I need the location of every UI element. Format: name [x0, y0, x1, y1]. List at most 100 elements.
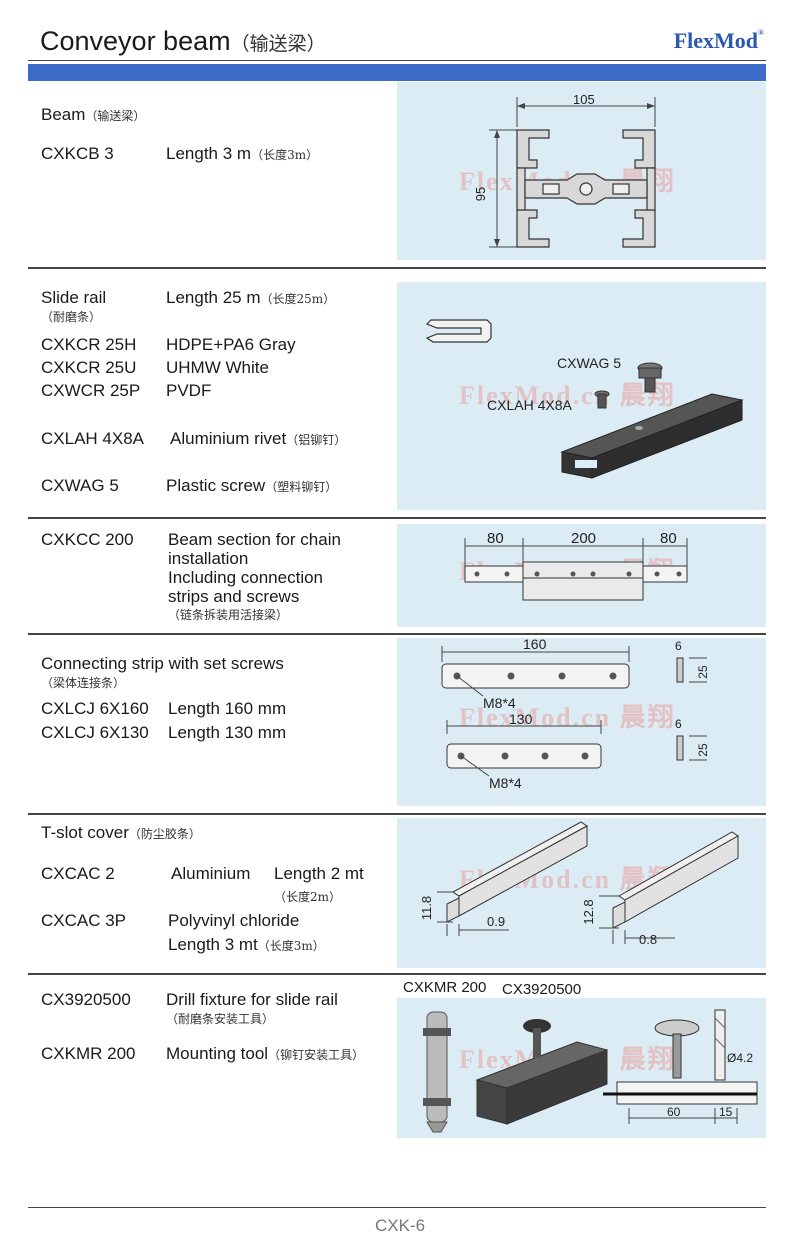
chain-desc-zh: （链条拆装用活接梁） [168, 608, 289, 622]
beam-height-dim: 95 [473, 187, 488, 201]
beam-length-text: Length 3 m [166, 144, 252, 163]
tslot-heading-zh: （防尘胶条） [128, 827, 201, 841]
section-divider [28, 813, 766, 815]
watermark: FlexMod.cn 晨翔 [459, 703, 676, 732]
beam-profile-drawing: FlexMod.cn 晨翔 105 95 [459, 92, 674, 248]
section-divider [28, 633, 766, 635]
tslot-height-1: 11.8 [419, 896, 434, 920]
screw-desc-text: Plastic screw [166, 476, 266, 495]
section-divider [28, 973, 766, 975]
fixture-desc-zh: （耐磨条安装工具） [166, 1012, 275, 1026]
beam-heading-zh: （输送梁） [85, 109, 146, 123]
connecting-strip-desc-2: Length 130 mm [168, 723, 287, 742]
chain-desc-line-1: Beam section for chain [168, 530, 341, 549]
page-number: CXK-6 [374, 1216, 426, 1235]
chain-section-drawing: FlexMod.cn 晨翔 80 200 80 [459, 530, 688, 601]
chain-dim-right: 80 [660, 530, 677, 547]
connecting-strip-drawing: FlexMod.cn 晨翔 160 M8*4 6 25 130 M8*4 6 2… [441, 638, 710, 791]
slide-rail-length: Length 25 m（长度25m） [166, 288, 335, 308]
tool-desc-text: Mounting tool [166, 1044, 269, 1063]
chain-desc-line-2: installation [168, 549, 249, 568]
tslot-heading-text: T-slot cover [41, 823, 129, 842]
drill-fixture-drawing: FlexMod.cn 晨翔 Ø4.2 60 15 [423, 1009, 758, 1133]
tslot-drawing: FlexMod.cn 晨翔 11.8 0.9 12.8 0.8 [419, 821, 739, 947]
header-rule [28, 60, 766, 61]
section-divider [28, 267, 766, 269]
beam-length: Length 3 m（长度3m） [166, 144, 318, 164]
tslot-thickness-2: 0.8 [639, 932, 657, 947]
fixture-dim-b: 15 [719, 1105, 733, 1119]
tool-code: CXKMR 200 [41, 1044, 136, 1063]
slide-rail-drawing: FlexMod.cn 晨翔 CXWAG 5 CXLAH 4X8A [425, 319, 744, 479]
rivet-desc-zh: （铝铆钉） [286, 433, 347, 447]
beam-code: CXKCB 3 [41, 144, 114, 163]
slide-rail-length-text: Length 25 m [166, 288, 261, 307]
tslot-height-2: 12.8 [581, 899, 596, 924]
slide-rail-desc-1: HDPE+PA6 Gray [166, 335, 296, 354]
screw-code: CXWAG 5 [41, 476, 119, 495]
tool-desc-zh: （铆钉安装工具） [268, 1048, 365, 1062]
page-title-zh: （输送梁） [230, 33, 326, 55]
page-title: Conveyor beam（输送梁） [40, 26, 326, 57]
rivet-code: CXLAH 4X8A [41, 429, 144, 448]
chain-section-desc: Beam section for chain installation Incl… [168, 530, 341, 625]
rivet-desc-text: Aluminium rivet [170, 429, 287, 448]
beam-heading: Beam（输送梁） [41, 105, 145, 125]
rivet-label: CXLAH 4X8A [487, 397, 572, 413]
brand-mark: ® [758, 28, 764, 37]
connecting-strip-desc-1: Length 160 mm [168, 699, 287, 718]
slide-rail-desc-3: PVDF [166, 381, 212, 400]
strip-short-dim: 130 [509, 711, 533, 727]
screw-desc-zh: （塑料铆钉） [265, 480, 338, 494]
tslot-pvc-code: CXCAC 3P [41, 911, 127, 930]
strip-short-screw: M8*4 [489, 775, 522, 791]
chain-desc-line-4: strips and screws [168, 587, 300, 606]
strip-thickness-2: 6 [675, 717, 682, 731]
page-title-text: Conveyor beam [40, 26, 231, 56]
tslot-pvc-length: Length 3 mt（长度3m） [168, 935, 325, 955]
fixture-desc: Drill fixture for slide rail [166, 990, 338, 1009]
slide-rail-code-2: CXKCR 25U [41, 358, 137, 377]
chain-section-code: CXKCC 200 [41, 530, 134, 549]
chain-dim-mid: 200 [571, 530, 596, 547]
chain-dim-left: 80 [487, 530, 504, 547]
strip-long-dim: 160 [523, 638, 547, 652]
drill-fixture-drawing-panel: FlexMod.cn 晨翔 Ø4.2 60 15 [397, 998, 766, 1138]
beam-width-dim: 105 [573, 92, 595, 107]
section-divider [28, 517, 766, 519]
strip-height-2: 25 [696, 743, 710, 757]
beam-heading-text: Beam [41, 105, 86, 124]
fixture-code: CX3920500 [41, 990, 131, 1009]
slide-rail-length-zh: （长度25m） [260, 292, 336, 306]
slide-rail-code-1: CXKCR 25H [41, 335, 137, 354]
tslot-heading: T-slot cover（防尘胶条） [41, 823, 201, 843]
tslot-alu-length: Length 2 mt [274, 864, 364, 883]
fixture-photo-label: CX3920500 [502, 981, 582, 998]
fixture-dim-a: 60 [667, 1105, 681, 1119]
tslot-alu-material: Aluminium [171, 864, 251, 883]
slide-rail-code-3: CXWCR 25P [41, 381, 141, 400]
beam-length-zh: （长度3m） [251, 148, 319, 162]
screw-desc: Plastic screw（塑料铆钉） [166, 476, 337, 496]
tslot-alu-code: CXCAC 2 [41, 864, 115, 883]
strip-thickness-1: 6 [675, 639, 682, 653]
brand-logo: FlexMod® [674, 28, 764, 54]
beam-drawing-panel: FlexMod.cn 晨翔 105 95 [397, 82, 766, 260]
connecting-strip-heading: Connecting strip with set screws [41, 654, 284, 673]
tslot-pvc-material: Polyvinyl chloride [168, 911, 300, 930]
tslot-thickness-1: 0.9 [487, 914, 505, 929]
slide-rail-heading-zh: （耐磨条） [41, 310, 102, 324]
slide-rail-drawing-panel: FlexMod.cn 晨翔 CXWAG 5 CXLAH 4X8A [397, 282, 766, 510]
footer-rule [28, 1207, 766, 1208]
connecting-strip-heading-zh: （梁体连接条） [41, 676, 126, 690]
tslot-pvc-length-zh: （长度3m） [257, 939, 325, 953]
connecting-strip-drawing-panel: FlexMod.cn 晨翔 160 M8*4 6 25 130 M8*4 6 2… [397, 638, 766, 806]
brand-name: FlexMod [673, 28, 759, 53]
watermark: FlexMod.cn 晨翔 [459, 381, 676, 410]
strip-height-1: 25 [696, 665, 710, 679]
tool-photo-label: CXKMR 200 [403, 979, 487, 996]
slide-rail-heading: Slide rail [41, 288, 107, 307]
header-band [28, 64, 766, 81]
tslot-pvc-length-text: Length 3 mt [168, 935, 258, 954]
connecting-strip-code-2: CXLCJ 6X130 [41, 723, 149, 742]
